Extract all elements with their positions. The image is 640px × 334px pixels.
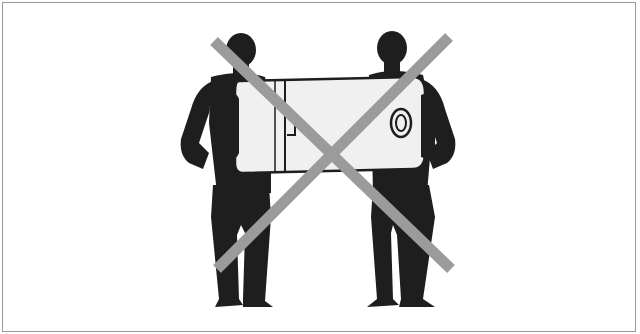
prohibited-carry-illustration [3, 3, 637, 333]
figure-frame [2, 2, 636, 332]
